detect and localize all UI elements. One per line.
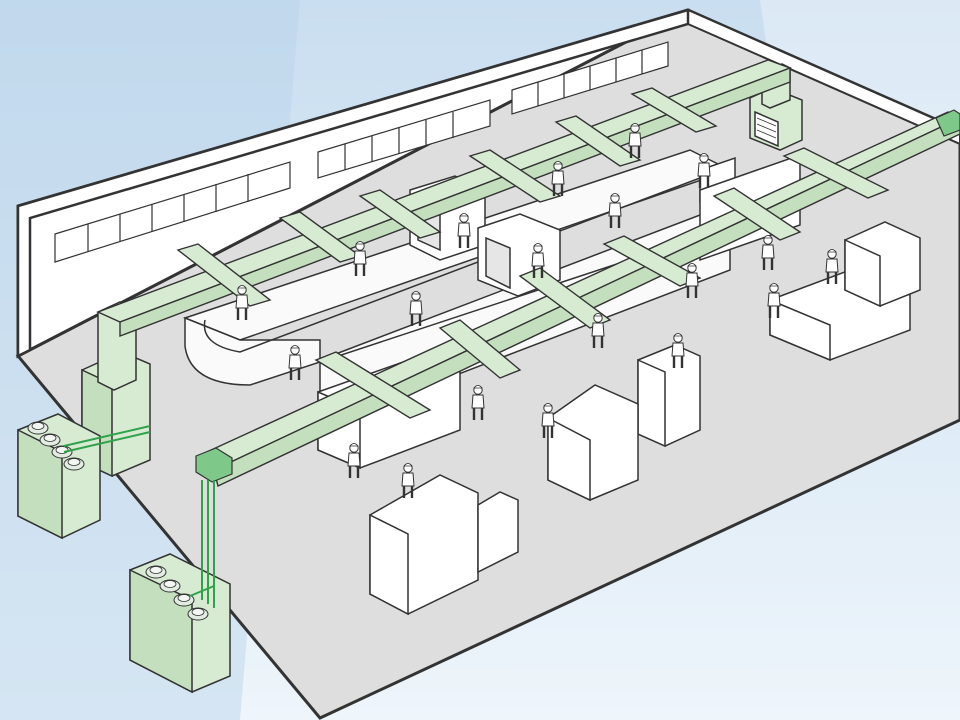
storage-cabinet-tall xyxy=(637,344,701,448)
air-ducts xyxy=(96,59,960,487)
windows xyxy=(54,41,669,263)
machine-block xyxy=(369,474,519,616)
refrigerant-pipes xyxy=(63,425,215,608)
condenser-unit-left xyxy=(17,413,101,540)
duct-connectors xyxy=(195,109,960,483)
storage-cabinet-large xyxy=(547,384,639,502)
work-station-right xyxy=(769,221,921,362)
condenser-unit-right xyxy=(129,553,231,694)
